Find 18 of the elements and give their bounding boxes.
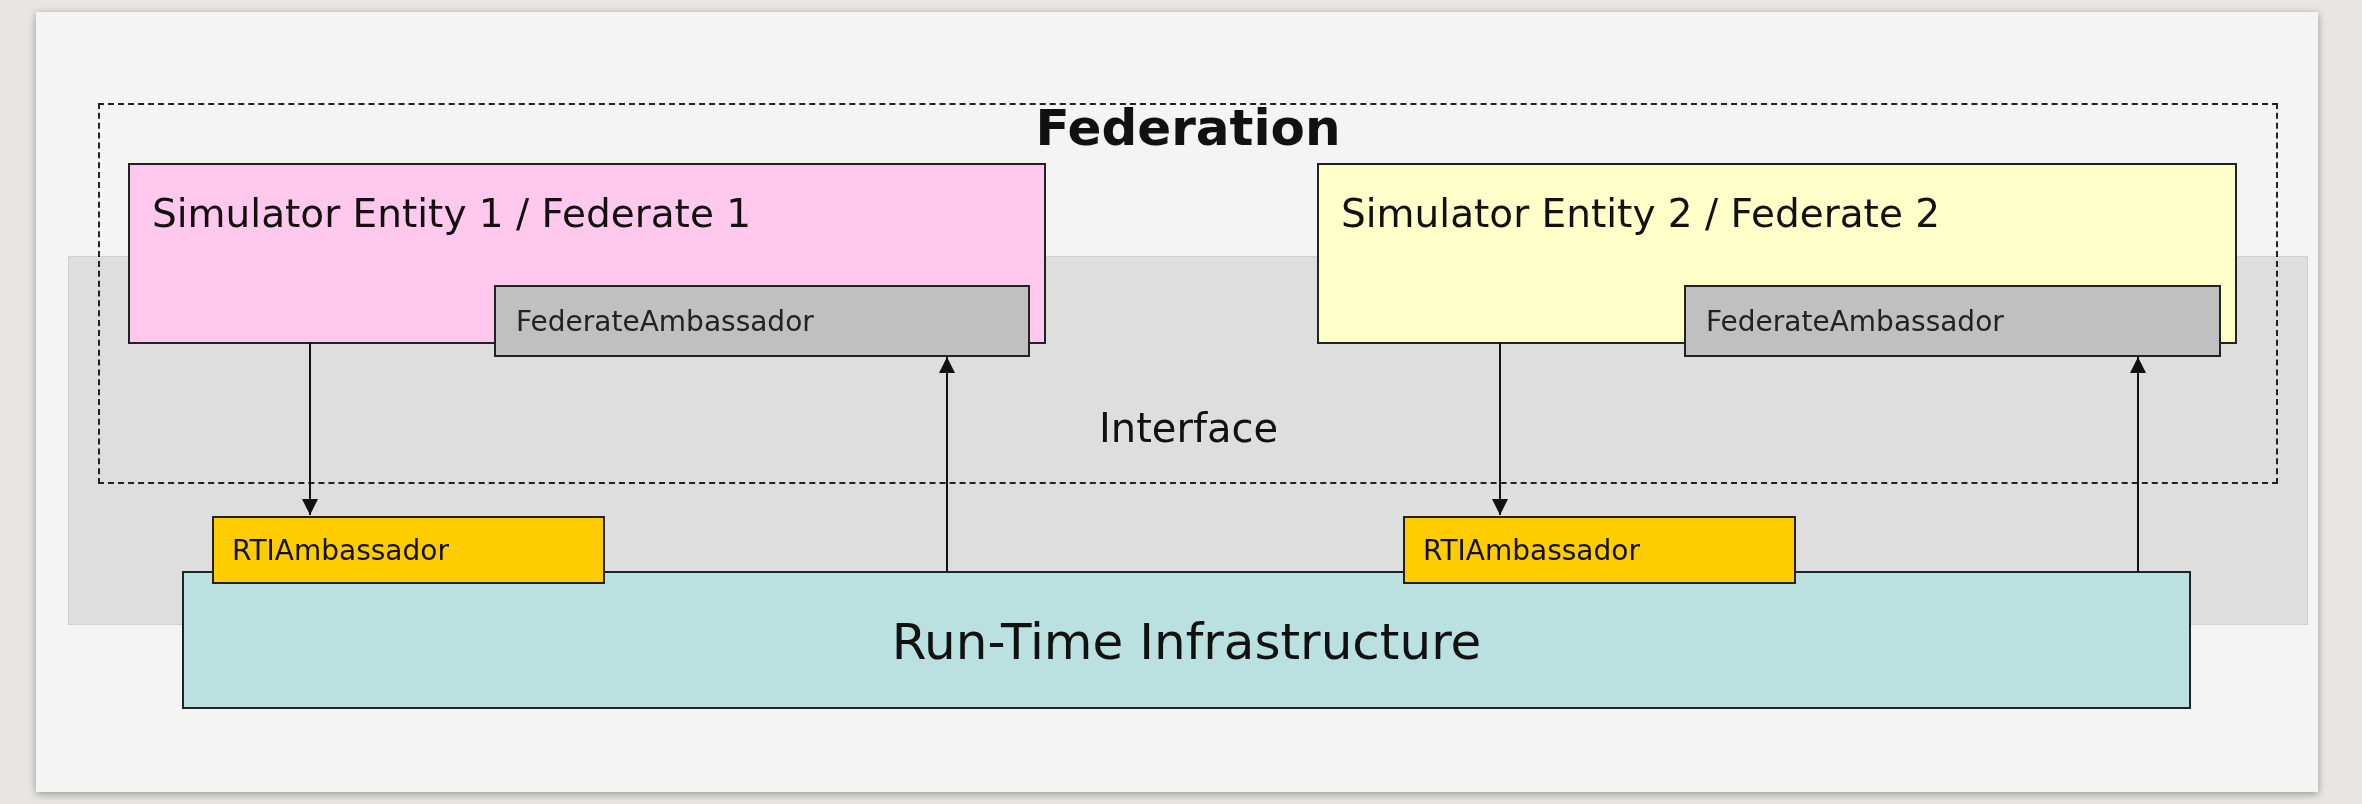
arrow [2130, 356, 2146, 572]
box-title: Simulator Entity 2 / Federate 2 [1341, 191, 1941, 236]
arrow [302, 341, 318, 516]
ambassador-box [494, 285, 1030, 357]
band-label: Interface [1099, 405, 1279, 451]
ambassador-box [212, 516, 605, 584]
box-label: FederateAmbassador [516, 305, 814, 338]
ambassador-box [1403, 516, 1796, 584]
group-title: Federation [1034, 99, 1342, 157]
box-label: FederateAmbassador [1706, 305, 2004, 338]
box-title: Simulator Entity 1 / Federate 1 [152, 191, 752, 236]
ambassador-box [1684, 285, 2221, 357]
box-label: RTIAmbassador [1423, 534, 1640, 567]
infrastructure-bar [182, 571, 2191, 709]
arrow [1492, 341, 1508, 516]
box-title: Run-Time Infrastructure [890, 613, 1483, 671]
arrow [939, 356, 955, 572]
box-label: RTIAmbassador [232, 534, 449, 567]
